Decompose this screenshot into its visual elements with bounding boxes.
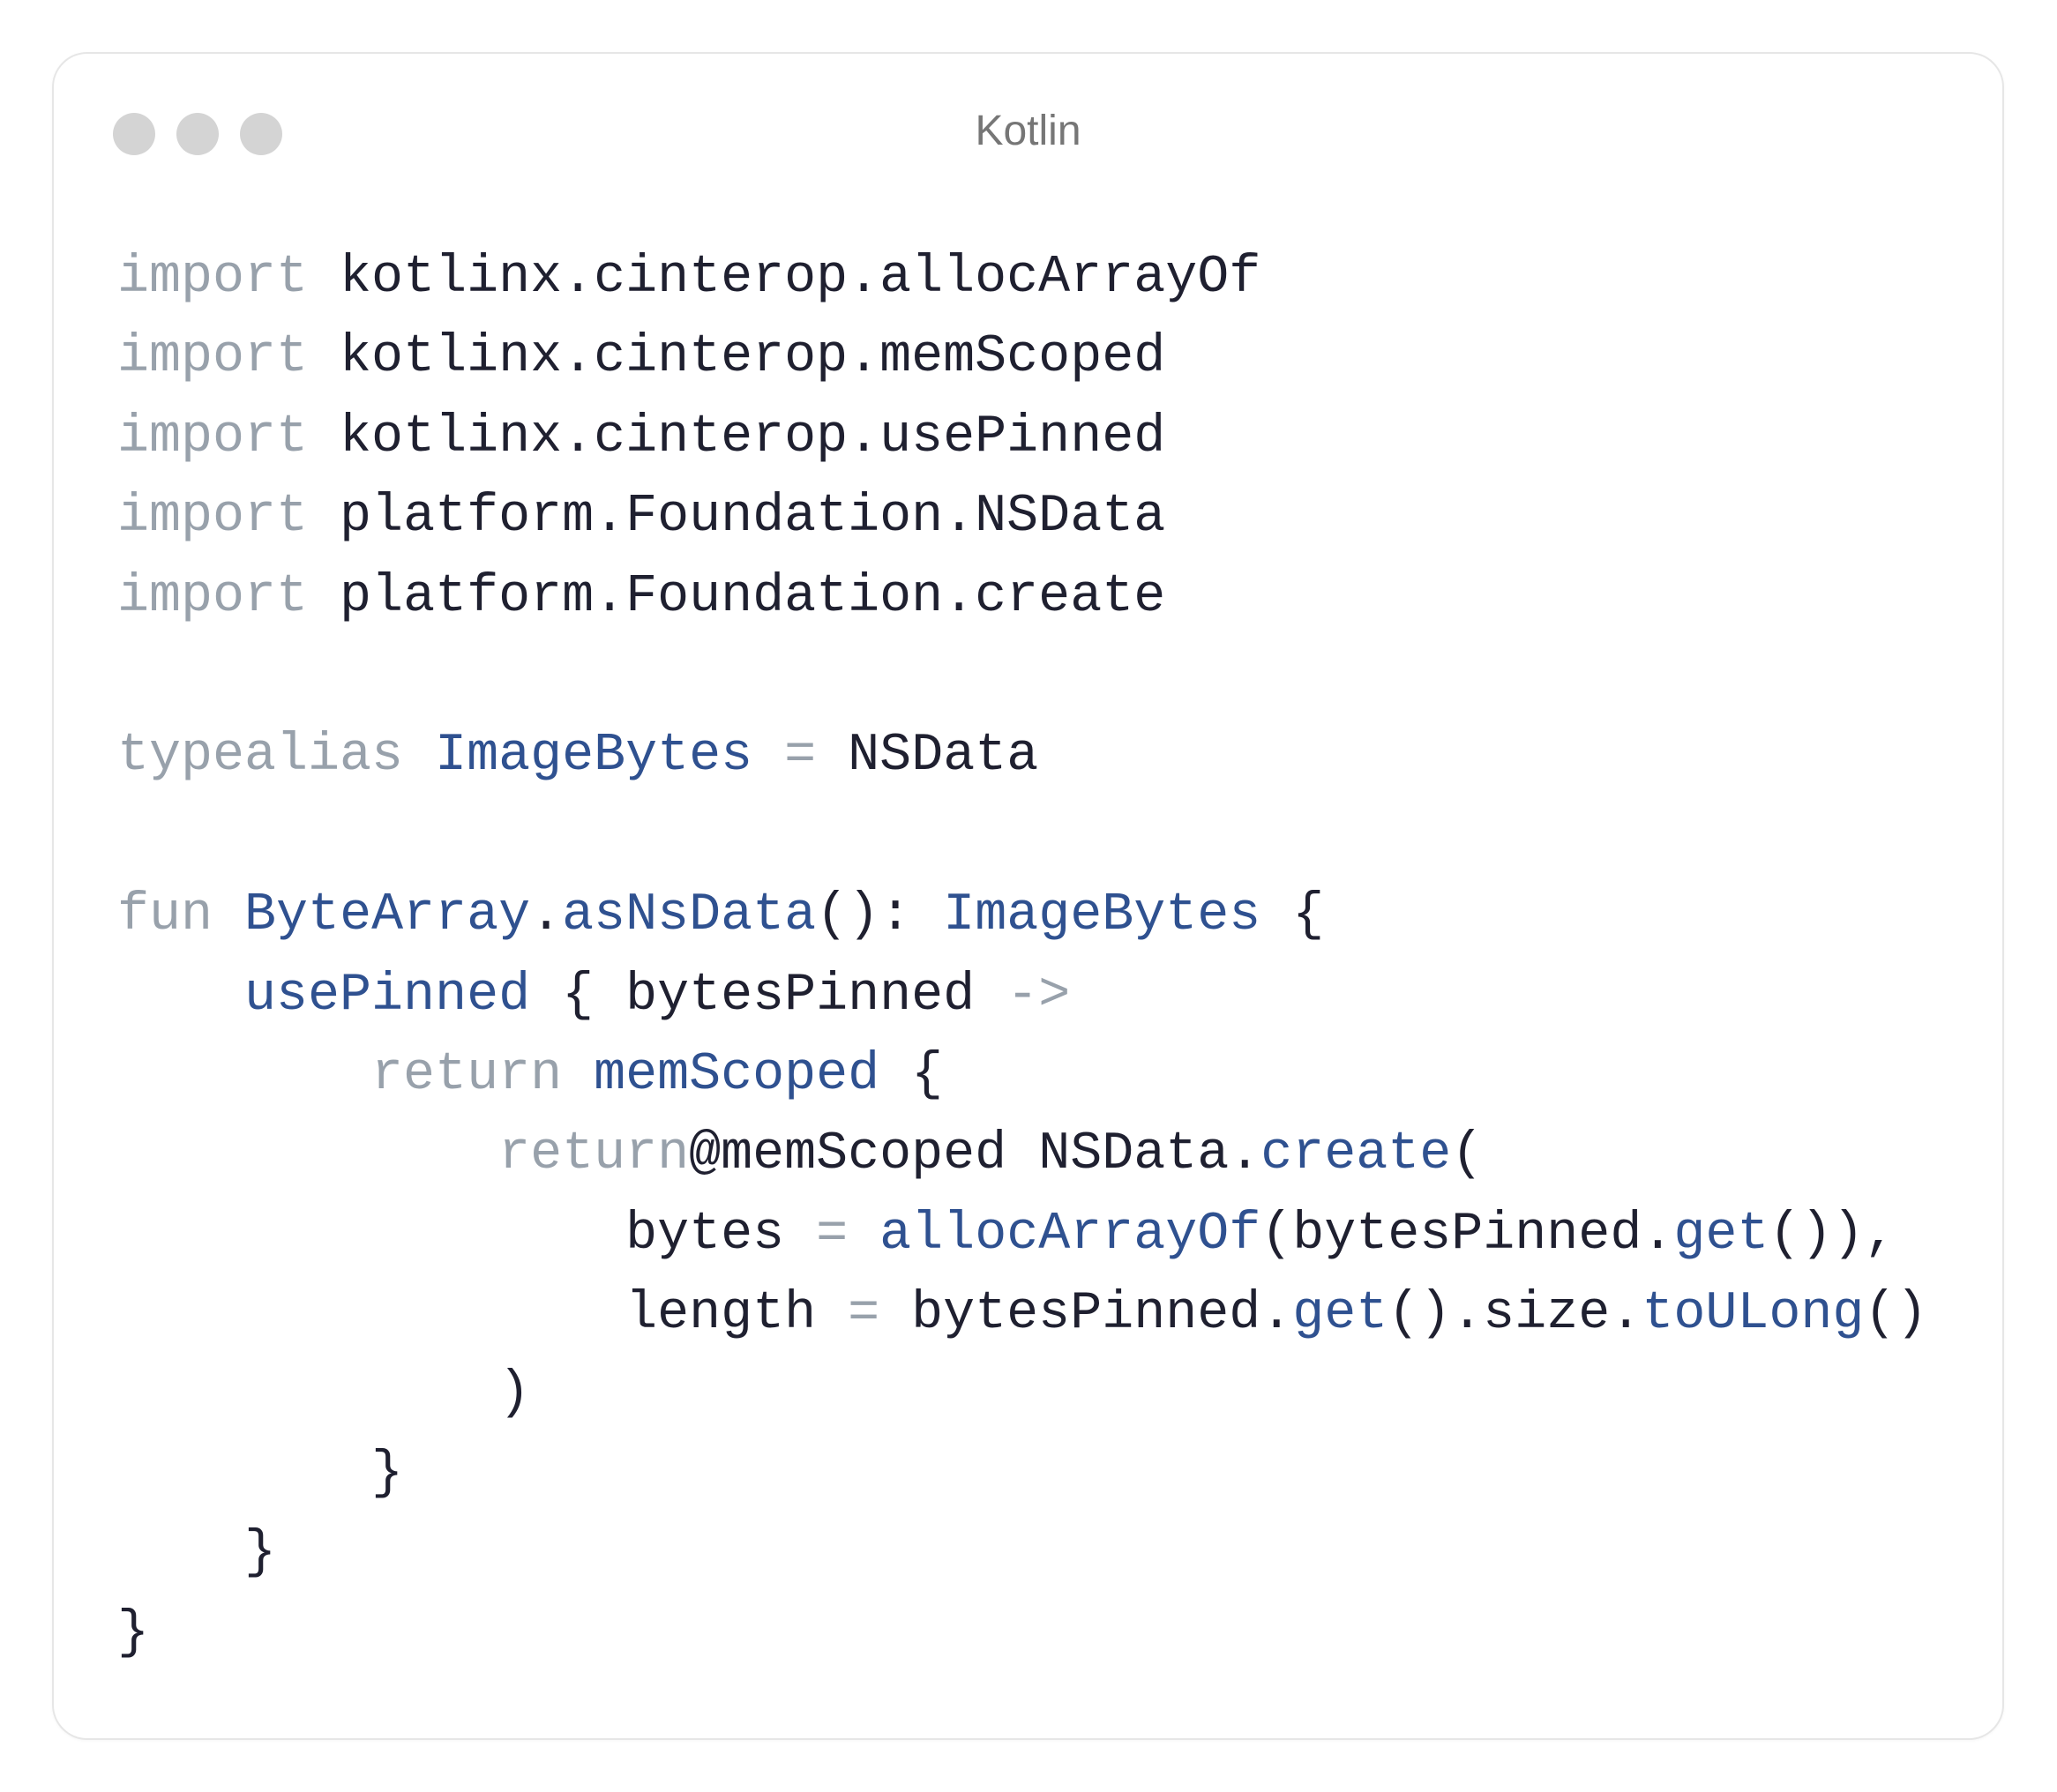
window-dot-icon: [240, 113, 282, 155]
code-line: }: [117, 1594, 1927, 1673]
code-text: }: [117, 1602, 150, 1663]
code-text: {: [879, 1044, 944, 1105]
code-line: import kotlinx.cinterop.memScoped: [117, 317, 1927, 397]
code-text: {: [1260, 885, 1325, 946]
code-text: ():: [816, 885, 944, 946]
code-keyword: return: [371, 1044, 563, 1105]
code-text: [562, 1045, 594, 1105]
code-text: [117, 1045, 371, 1105]
code-text: ): [117, 1363, 531, 1424]
code-text: length: [117, 1284, 849, 1345]
code-keyword: import: [117, 407, 309, 467]
code-text: (: [1451, 1124, 1484, 1185]
code-line: fun ByteArray.asNsData(): ImageBytes {: [117, 876, 1927, 955]
code-keyword: import: [117, 327, 309, 388]
code-line: length = bytesPinned.get().size.toULong(…: [117, 1274, 1927, 1354]
code-line: import kotlinx.cinterop.allocArrayOf: [117, 238, 1927, 317]
code-text: { bytesPinned: [530, 965, 1007, 1026]
code-identifier: toULong: [1642, 1284, 1865, 1345]
code-identifier: create: [1260, 1124, 1452, 1185]
code-text: [117, 966, 244, 1026]
code-text: }: [117, 1523, 277, 1584]
code-identifier: get: [1673, 1204, 1769, 1265]
code-line: [117, 637, 1927, 716]
code-identifier: get: [1292, 1284, 1388, 1345]
code-line: return@memScoped NSData.create(: [117, 1115, 1927, 1194]
code-identifier: allocArrayOf: [879, 1204, 1261, 1265]
code-line: import platform.Foundation.create: [117, 557, 1927, 637]
code-text: kotlinx.cinterop.allocArrayOf: [308, 248, 1261, 308]
code-keyword: return: [498, 1124, 690, 1185]
code-text: ().size.: [1388, 1284, 1642, 1345]
code-identifier: usePinned: [244, 965, 531, 1026]
code-text: bytes: [117, 1204, 817, 1265]
code-window: [52, 52, 2004, 1740]
code-text: }: [117, 1443, 404, 1504]
code-text: [403, 726, 435, 786]
code-keyword: =: [848, 1284, 880, 1345]
code-keyword: import: [117, 248, 309, 308]
window-dot-icon: [176, 113, 219, 155]
code-text: [117, 1124, 498, 1184]
code-line: import platform.Foundation.NSData: [117, 477, 1927, 556]
code-identifier: memScoped: [594, 1044, 880, 1105]
code-text: NSData: [816, 726, 1039, 787]
code-line: bytes = allocArrayOf(bytesPinned.get()),: [117, 1195, 1927, 1274]
code-line: import kotlinx.cinterop.usePinned: [117, 398, 1927, 477]
code-keyword: =: [784, 726, 817, 787]
code-identifier: ByteArray: [244, 885, 531, 946]
code-text: bytesPinned.: [879, 1284, 1293, 1345]
code-line: return memScoped {: [117, 1035, 1927, 1115]
code-text: platform.Foundation.NSData: [308, 487, 1166, 548]
code-line: ): [117, 1354, 1927, 1433]
code-identifier: asNsData: [562, 885, 817, 946]
code-text: (bytesPinned.: [1260, 1204, 1674, 1265]
code-text: [213, 885, 244, 945]
code-text: .: [530, 885, 563, 946]
code-text: [752, 726, 784, 786]
code-line: typealias ImageBytes = NSData: [117, 716, 1927, 795]
code-identifier: ImageBytes: [943, 885, 1261, 946]
code-text: kotlinx.cinterop.usePinned: [308, 407, 1166, 467]
code-keyword: import: [117, 487, 309, 548]
code-keyword: fun: [117, 885, 213, 946]
code-text: platform.Foundation.create: [308, 566, 1166, 627]
code-line: }: [117, 1513, 1927, 1593]
code-line: [117, 796, 1927, 876]
code-identifier: ImageBytes: [435, 726, 753, 787]
code-keyword: typealias: [117, 726, 404, 787]
code-text: @memScoped NSData.: [689, 1124, 1261, 1185]
code-text: kotlinx.cinterop.memScoped: [308, 327, 1166, 388]
language-title: Kotlin: [975, 108, 1081, 154]
code-keyword: ->: [1006, 965, 1071, 1026]
code-text: (): [1864, 1284, 1928, 1345]
code-line: }: [117, 1434, 1927, 1513]
code-text: ()),: [1769, 1204, 1896, 1265]
code-keyword: import: [117, 566, 309, 627]
window-dot-icon: [113, 113, 155, 155]
code-line: usePinned { bytesPinned ->: [117, 956, 1927, 1035]
code-text: [848, 1205, 879, 1265]
code-keyword: =: [816, 1204, 849, 1265]
